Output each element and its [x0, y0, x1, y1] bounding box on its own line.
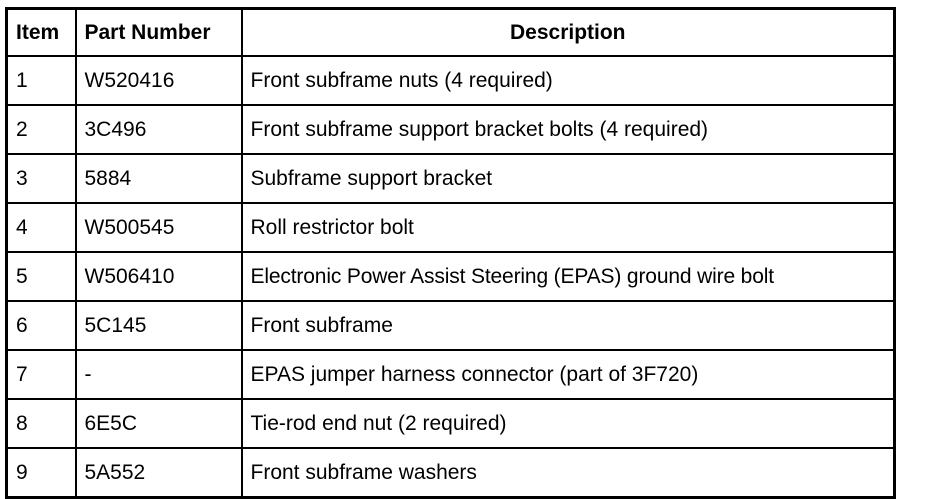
table-row: 3 5884 Subframe support bracket [6, 154, 895, 204]
cell-description: Front subframe [241, 301, 895, 351]
cell-part-number: 5C145 [75, 301, 243, 351]
table-row: 8 6E5C Tie-rod end nut (2 required) [6, 399, 895, 449]
parts-table-container: Item Part Number Description 1 W520416 F… [5, 7, 896, 499]
cell-item: 7 [6, 350, 77, 400]
cell-item: 1 [6, 56, 77, 106]
table-row: 4 W500545 Roll restrictor bolt [6, 203, 895, 253]
cell-description: Tie-rod end nut (2 required) [241, 399, 895, 449]
table-row: 7 - EPAS jumper harness connector (part … [6, 350, 895, 400]
cell-part-number: 5884 [75, 154, 243, 204]
cell-item: 9 [6, 448, 77, 498]
cell-part-number: 5A552 [75, 448, 243, 498]
column-header-part-number: Part Number [75, 8, 243, 57]
cell-part-number: 3C496 [75, 105, 243, 155]
cell-item: 8 [6, 399, 77, 449]
cell-description: Roll restrictor bolt [241, 203, 895, 253]
cell-description: EPAS jumper harness connector (part of 3… [241, 350, 895, 400]
parts-table: Item Part Number Description 1 W520416 F… [5, 7, 896, 499]
cell-item: 3 [6, 154, 77, 204]
cell-part-number: - [75, 350, 243, 400]
cell-item: 6 [6, 301, 77, 351]
table-row: 2 3C496 Front subframe support bracket b… [6, 105, 895, 155]
cell-item: 5 [6, 252, 77, 302]
cell-description: Subframe support bracket [241, 154, 895, 204]
cell-description: Electronic Power Assist Steering (EPAS) … [241, 252, 895, 302]
cell-item: 4 [6, 203, 77, 253]
cell-part-number: W506410 [75, 252, 243, 302]
cell-description: Front subframe nuts (4 required) [241, 56, 895, 106]
cell-part-number: W500545 [75, 203, 243, 253]
table-header-row: Item Part Number Description [6, 8, 895, 57]
column-header-description: Description [241, 8, 895, 57]
table-row: 9 5A552 Front subframe washers [6, 448, 895, 498]
table-row: 1 W520416 Front subframe nuts (4 require… [6, 56, 895, 106]
column-header-item: Item [6, 8, 77, 57]
table-row: 6 5C145 Front subframe [6, 301, 895, 351]
cell-part-number: W520416 [75, 56, 243, 106]
table-header: Item Part Number Description [6, 8, 895, 57]
cell-item: 2 [6, 105, 77, 155]
cell-description: Front subframe washers [241, 448, 895, 498]
table-row: 5 W506410 Electronic Power Assist Steeri… [6, 252, 895, 302]
cell-part-number: 6E5C [75, 399, 243, 449]
cell-description: Front subframe support bracket bolts (4 … [241, 105, 895, 155]
table-body: 1 W520416 Front subframe nuts (4 require… [6, 56, 895, 498]
